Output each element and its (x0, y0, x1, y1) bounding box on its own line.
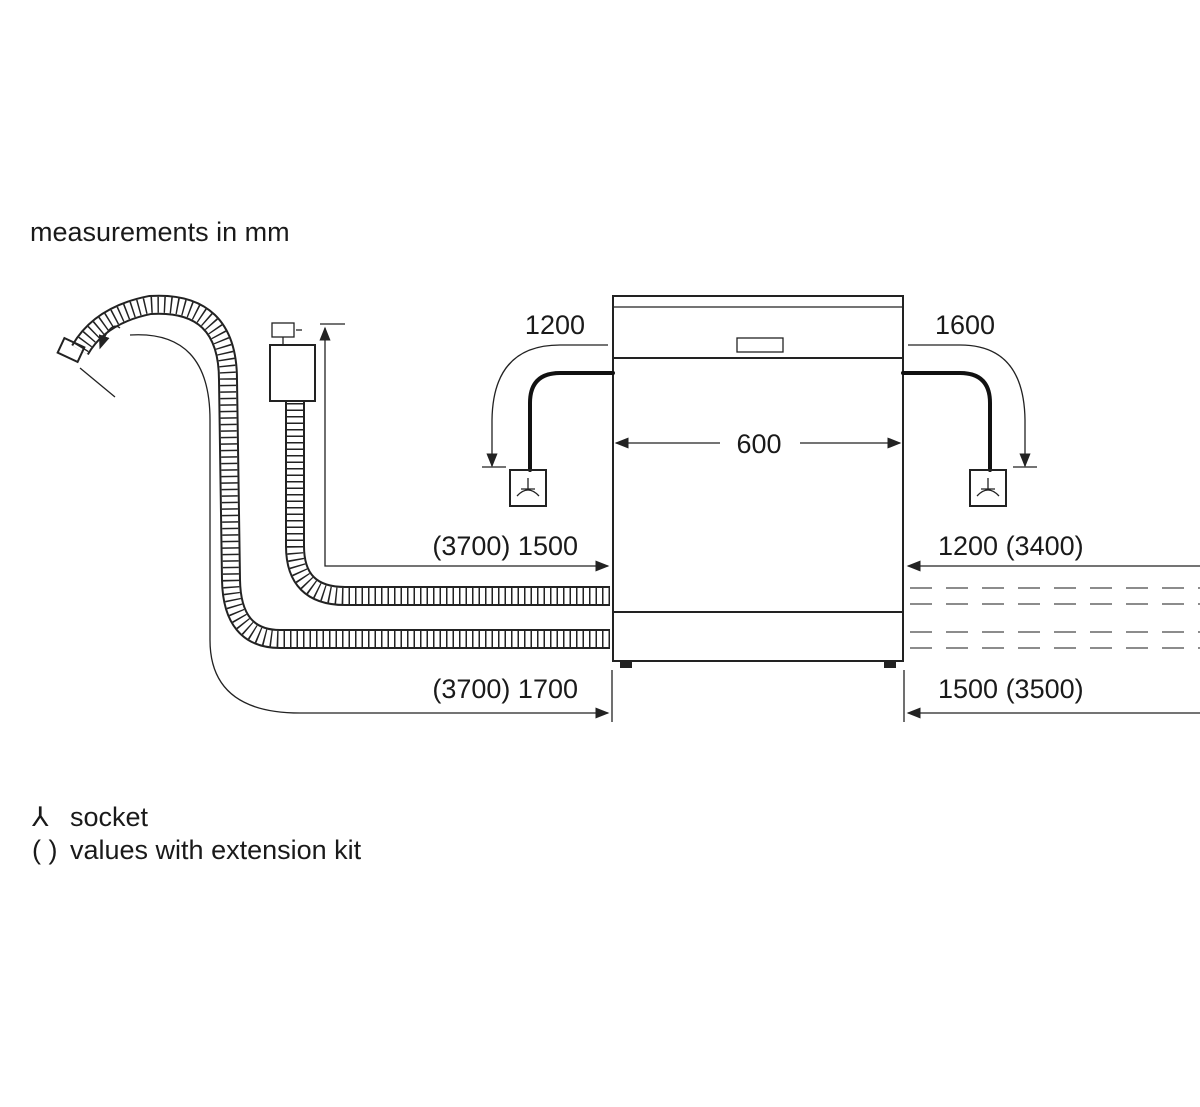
left-drain-hose-label: (3700) 1500 (432, 531, 578, 561)
left-inlet-hose-label: (3700) 1700 (432, 674, 578, 704)
right-inlet-hose-label: 1500 (3500) (938, 674, 1084, 704)
right-power-cable-label: 1600 (935, 310, 995, 340)
inlet-hose-left-dimension: (3700) 1700 (98, 325, 610, 719)
socket-legend-icon: ⅄ (31, 802, 49, 832)
extension-legend-symbol: ( ) (32, 835, 57, 865)
right-drain-hose-label: 1200 (3400) (938, 531, 1084, 561)
right-socket-icon (969, 469, 1007, 507)
right-drain-dimension: 1200 (3400) (906, 531, 1200, 572)
inlet-hose (56, 294, 610, 649)
hose-connector (56, 336, 86, 364)
socket-legend-label: socket (70, 802, 149, 832)
right-foot (884, 661, 896, 668)
dishwasher-outline (612, 295, 904, 668)
left-foot (620, 661, 632, 668)
width-label: 600 (736, 429, 781, 459)
left-power-cable-label: 1200 (525, 310, 585, 340)
measurements-title: measurements in mm (30, 217, 290, 247)
extension-legend-label: values with extension kit (70, 835, 362, 865)
right-inlet-dimension: 1500 (3500) (906, 674, 1200, 719)
aquastop-box (269, 344, 316, 402)
drain-hose (269, 322, 610, 606)
right-power-cable: 1600 (901, 310, 1037, 507)
width-dimension: 600 (614, 429, 902, 459)
right-hose-continuation (910, 587, 1200, 649)
left-power-cable: 1200 (482, 310, 615, 507)
legend: ⅄ socket ( ) values with extension kit (31, 802, 362, 865)
control-panel-display (736, 337, 784, 353)
drain-hose-left-dimension: (3700) 1500 (319, 323, 610, 572)
